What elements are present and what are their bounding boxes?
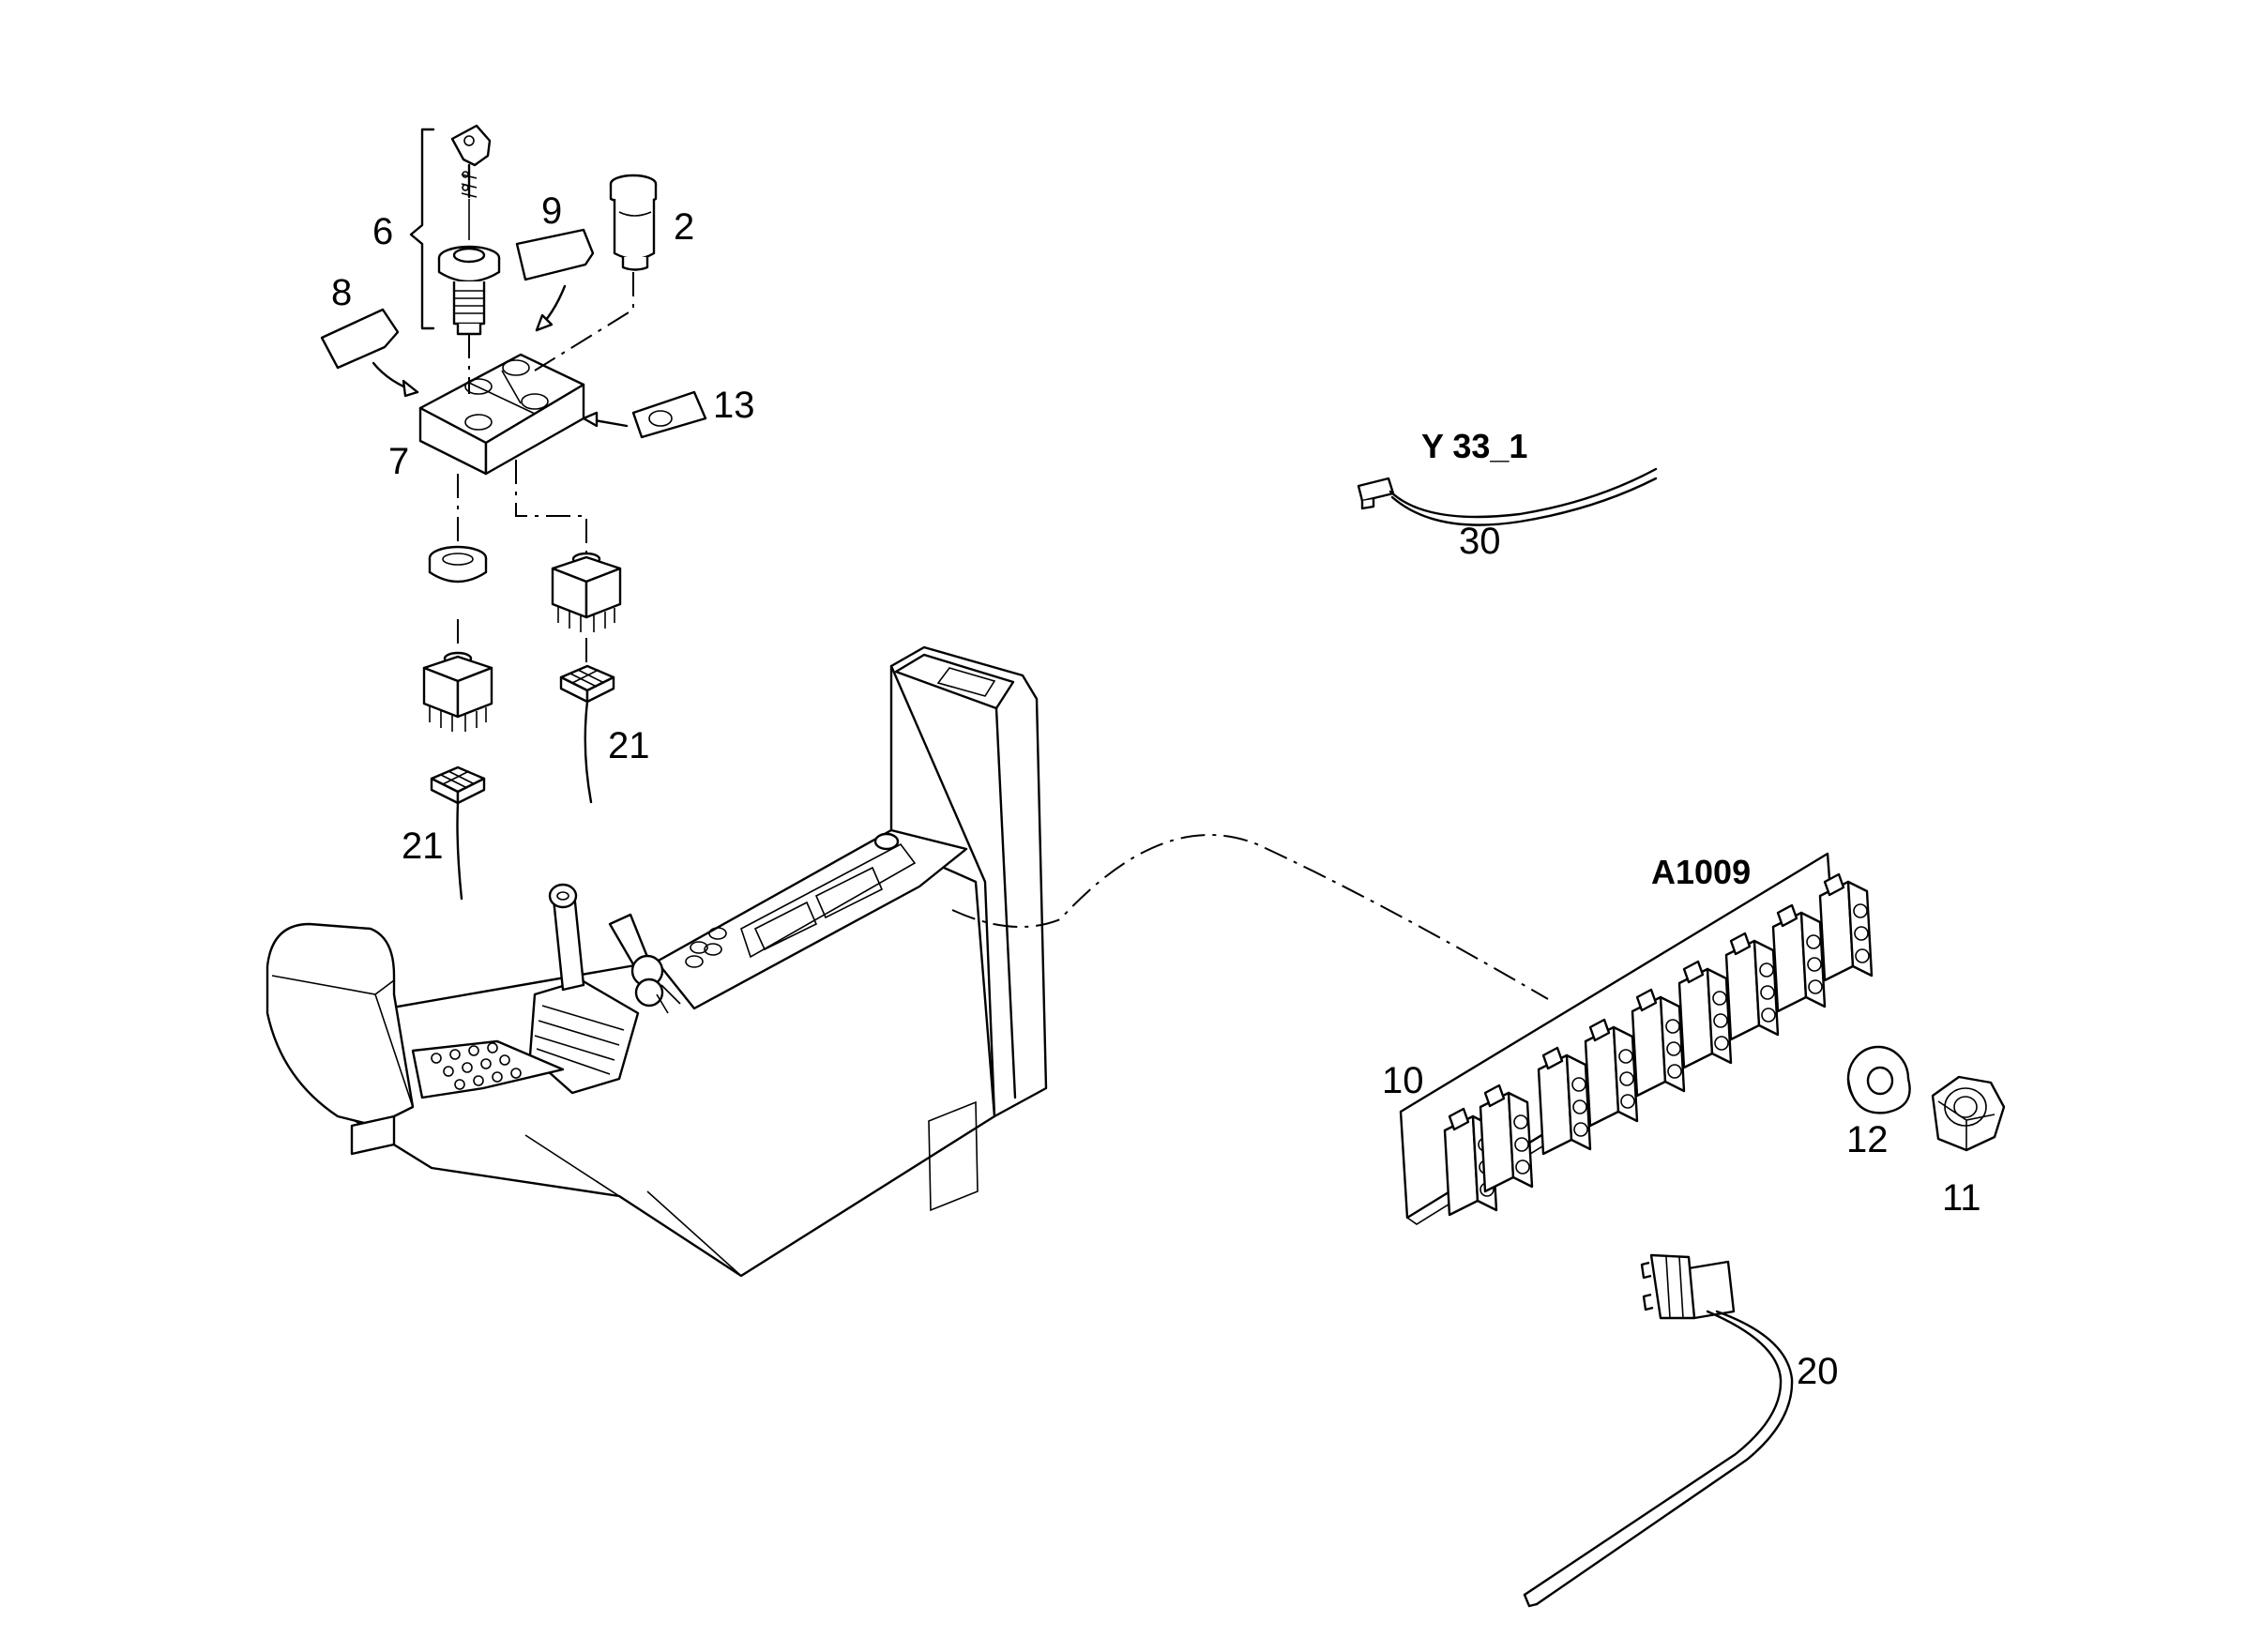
callout-9: 9 bbox=[541, 190, 562, 232]
bezel-ring-icon bbox=[428, 545, 488, 584]
washer-icon bbox=[1846, 1045, 1911, 1114]
callout-30: 30 bbox=[1459, 521, 1501, 562]
callout-21-right: 21 bbox=[608, 725, 650, 766]
key-icon bbox=[450, 124, 492, 199]
callout-13: 13 bbox=[713, 385, 755, 426]
rocker-switch-left bbox=[422, 651, 493, 732]
module-a1009 bbox=[1399, 852, 1874, 1225]
callout-6: 6 bbox=[372, 211, 393, 252]
hex-nut-icon bbox=[1931, 1075, 2006, 1152]
connector-20 bbox=[1523, 1253, 1794, 1608]
plug-cover-icon bbox=[609, 174, 658, 271]
label-y33-1: Y 33_1 bbox=[1421, 427, 1527, 465]
bracket-item-6 bbox=[409, 128, 435, 330]
label-plate-8 bbox=[320, 308, 400, 370]
label-a1009: A1009 bbox=[1651, 853, 1751, 891]
callout-21-left: 21 bbox=[402, 826, 444, 867]
connector-21-right bbox=[559, 664, 615, 804]
rocker-switch-right bbox=[551, 552, 622, 632]
callout-8: 8 bbox=[331, 272, 352, 313]
ignition-switch-icon bbox=[437, 199, 501, 336]
switch-panel-7 bbox=[418, 353, 585, 476]
callout-7: 7 bbox=[388, 441, 409, 482]
terminal-blocks bbox=[1443, 872, 1874, 1217]
callout-11: 11 bbox=[1942, 1177, 1981, 1219]
callout-12: 12 bbox=[1846, 1119, 1889, 1160]
label-plate-9 bbox=[515, 228, 595, 281]
callout-2: 2 bbox=[674, 206, 694, 248]
control-console bbox=[266, 645, 1048, 1278]
connector-y33-1 bbox=[1357, 467, 1658, 526]
connector-21-left bbox=[430, 765, 486, 901]
callout-10: 10 bbox=[1382, 1060, 1424, 1101]
callout-20: 20 bbox=[1797, 1351, 1839, 1392]
